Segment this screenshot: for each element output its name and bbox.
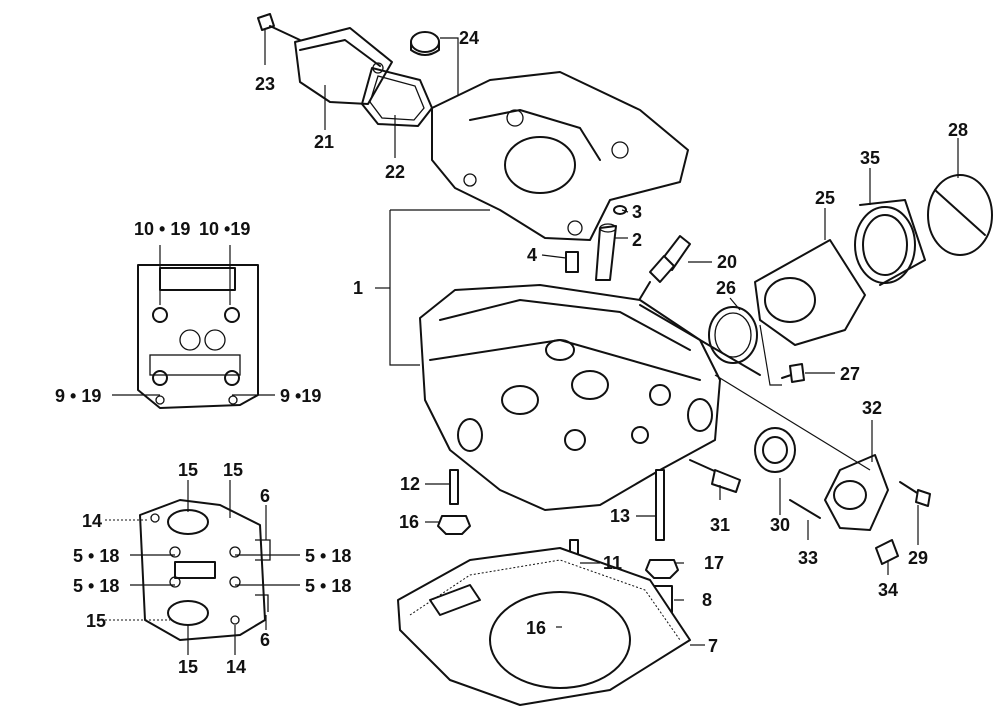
callout-11: 11 xyxy=(603,553,622,573)
callout-leader xyxy=(389,210,420,366)
valve-cover-part xyxy=(294,27,393,105)
callout-16: 16 xyxy=(526,618,546,638)
callout-22: 22 xyxy=(385,162,405,182)
callout-8: 8 xyxy=(702,590,712,610)
thermostat-part xyxy=(754,427,796,473)
callout-26: 26 xyxy=(716,278,736,298)
callout-13: 13 xyxy=(610,506,630,526)
callout-15: 15 xyxy=(223,460,243,480)
nut-part xyxy=(645,559,679,579)
callout-5-18: 5 • 18 xyxy=(73,576,119,596)
dowel-pin-part xyxy=(565,251,579,273)
callout-14: 14 xyxy=(226,657,246,677)
callout-9-19: 9 • 19 xyxy=(55,386,101,406)
callout-35: 35 xyxy=(860,148,880,168)
callout-21: 21 xyxy=(314,132,334,152)
valve-guide-part xyxy=(595,223,617,281)
cylinder-head-part xyxy=(419,284,761,511)
stud-part xyxy=(655,469,665,541)
leader-lines xyxy=(264,30,959,646)
callout-10-19: 10 • 19 xyxy=(134,219,190,239)
inset-head-bottom-view xyxy=(139,499,271,641)
stud-part xyxy=(789,499,821,519)
callout-9-19: 9 •19 xyxy=(280,386,321,406)
callout-1: 1 xyxy=(353,278,363,298)
callout-29: 29 xyxy=(908,548,928,568)
screw-part xyxy=(781,363,805,383)
clip-part xyxy=(613,205,627,215)
cam-holder-part xyxy=(431,71,689,241)
callout-10-19: 10 •19 xyxy=(199,219,250,239)
collar-part xyxy=(875,539,899,565)
intake-boot-part xyxy=(854,199,926,286)
callout-34: 34 xyxy=(878,580,898,600)
o-ring-part xyxy=(708,306,758,364)
callout-15: 15 xyxy=(178,460,198,480)
callout-20: 20 xyxy=(717,252,737,272)
thermo-switch-part xyxy=(689,459,741,493)
callout-6: 6 xyxy=(260,630,270,650)
bolt-part xyxy=(257,13,301,41)
callout-14: 14 xyxy=(82,511,102,531)
thermostat-housing-part xyxy=(824,454,889,531)
callout-23: 23 xyxy=(255,74,275,94)
valve-cover-gasket-part xyxy=(361,67,433,127)
callout-labels: 1 2 3 4 6 6 7 8 11 12 13 14 14 15 15 15 … xyxy=(55,28,968,677)
stud-part xyxy=(449,469,459,505)
callout-2: 2 xyxy=(632,230,642,250)
callout-3: 3 xyxy=(632,202,642,222)
callout-15: 15 xyxy=(86,611,106,631)
callout-5-18: 5 • 18 xyxy=(305,546,351,566)
callout-31: 31 xyxy=(710,515,730,535)
callout-27: 27 xyxy=(840,364,860,384)
bolt-part xyxy=(899,481,931,507)
cylinder-head-gasket-part xyxy=(397,547,691,706)
intake-pipe-part xyxy=(754,239,866,346)
nut-part xyxy=(437,515,471,535)
callout-33: 33 xyxy=(798,548,818,568)
callout-5-18: 5 • 18 xyxy=(305,576,351,596)
callout-12: 12 xyxy=(400,474,420,494)
plug-part xyxy=(410,31,440,56)
callout-25: 25 xyxy=(815,188,835,208)
callout-24: 24 xyxy=(459,28,479,48)
callout-28: 28 xyxy=(948,120,968,140)
inset-head-top-view xyxy=(137,264,259,409)
callout-6: 6 xyxy=(260,486,270,506)
callout-leader xyxy=(714,374,871,471)
hose-clamp-part xyxy=(927,174,993,256)
callout-5-18: 5 • 18 xyxy=(73,546,119,566)
callout-17: 17 xyxy=(704,553,724,573)
callout-30: 30 xyxy=(770,515,790,535)
callout-16: 16 xyxy=(399,512,419,532)
callout-4: 4 xyxy=(527,245,537,265)
callout-15: 15 xyxy=(178,657,198,677)
callout-32: 32 xyxy=(862,398,882,418)
callout-7: 7 xyxy=(708,636,718,656)
